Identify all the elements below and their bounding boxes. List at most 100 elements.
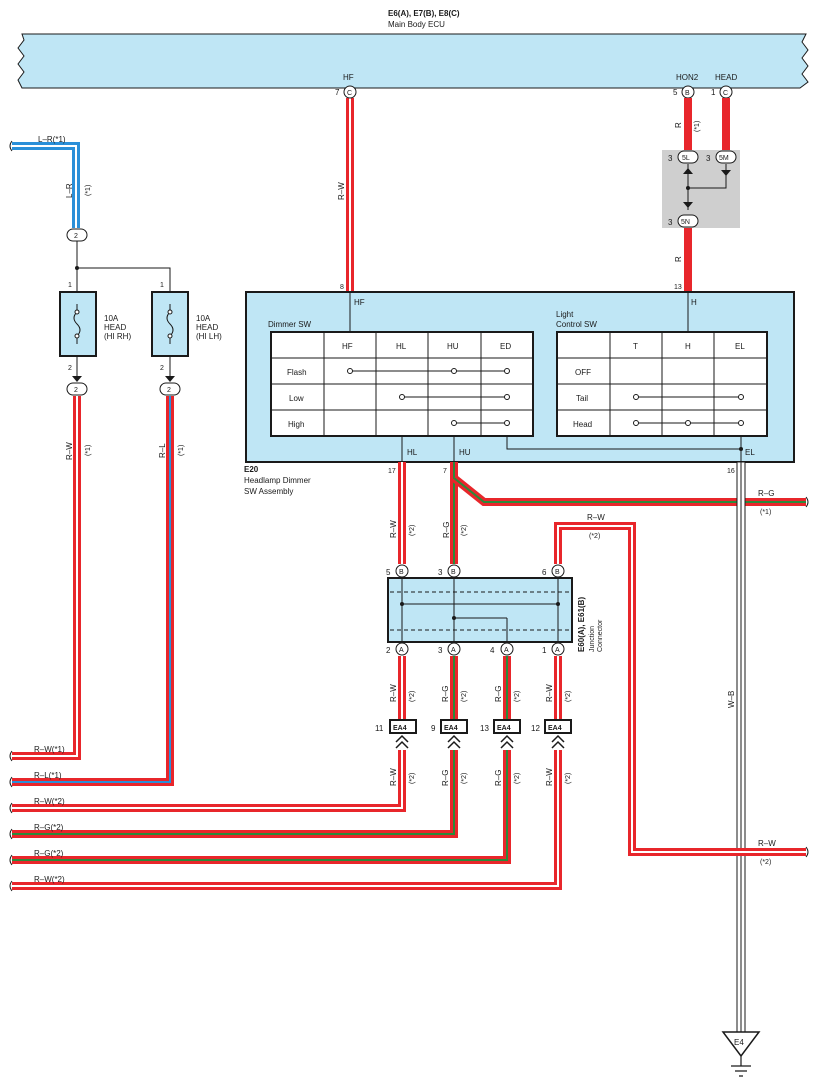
wire-jc2-label: R–G xyxy=(441,686,450,702)
pin-8: 8 xyxy=(340,284,344,291)
ecu-pin-hf-connector: 7 C xyxy=(335,85,357,99)
ecu-title: E6(A), E7(B), E8(C) xyxy=(388,9,460,18)
assy-name-1: Headlamp Dimmer xyxy=(244,476,311,485)
svg-text:T: T xyxy=(633,342,638,351)
svg-text:B: B xyxy=(399,569,404,576)
assy-name-2: SW Assembly xyxy=(244,487,293,496)
wire-ea4-13-label: R–G xyxy=(494,770,503,786)
svg-text:13: 13 xyxy=(480,724,489,733)
wire-hon2-label: R xyxy=(674,122,683,128)
svg-text:Flash: Flash xyxy=(287,368,307,377)
wire-fuse-rh-label: R–W xyxy=(65,442,74,460)
assy-el-label: EL xyxy=(745,448,755,457)
junction-terminal-5l: 3 5L xyxy=(668,150,699,164)
svg-text:5M: 5M xyxy=(719,155,729,162)
ea4-connector-11: 11 EA4 xyxy=(375,719,417,749)
light-control-table: T H EL OFF Tail Head xyxy=(556,331,768,437)
svg-text:EL: EL xyxy=(735,342,745,351)
main-body-ecu xyxy=(17,33,809,89)
svg-text:11: 11 xyxy=(375,724,384,733)
left-output-2: R–L(*1) xyxy=(34,771,62,780)
svg-text:2: 2 xyxy=(74,387,78,394)
wire-hl xyxy=(398,462,406,564)
wire-ea4-11-label: R–W xyxy=(389,768,398,786)
ecu-pin-hon2-connector: 5 B xyxy=(673,85,695,99)
wire-ea4-13-out xyxy=(12,750,511,864)
wire-jc-ea4-2 xyxy=(450,656,458,720)
svg-text:(HI LH): (HI LH) xyxy=(196,332,222,341)
wire-ea4-9-label: R–G xyxy=(441,770,450,786)
left-feed-label: L–R(*1) xyxy=(38,135,66,144)
wire-hu-label: R–G xyxy=(442,522,451,538)
svg-text:EA4: EA4 xyxy=(497,725,511,732)
jc-id: E60(A), E61(B) xyxy=(577,597,586,652)
svg-text:OFF: OFF xyxy=(575,368,591,377)
svg-text:HEAD: HEAD xyxy=(104,323,126,332)
wire-junction-out-label: R xyxy=(674,256,683,262)
svg-text:4: 4 xyxy=(490,646,495,655)
ea4-connector-13: 13 EA4 xyxy=(480,719,521,749)
wire-hon2-note: (*1) xyxy=(694,121,701,132)
wire-rw-right-loop xyxy=(554,522,806,856)
svg-text:ED: ED xyxy=(500,342,511,351)
svg-text:3: 3 xyxy=(438,646,443,655)
wire-jc-ea4-1 xyxy=(398,656,406,720)
assy-id: E20 xyxy=(244,465,259,474)
svg-text:1: 1 xyxy=(542,646,547,655)
jc-bottom-pin-2: 2 A xyxy=(386,642,409,656)
wire-fuse-rh-note: (*1) xyxy=(85,445,92,456)
svg-text:High: High xyxy=(288,420,304,429)
svg-text:2: 2 xyxy=(74,233,78,240)
wire-rw-top-note: (*2) xyxy=(589,533,600,540)
svg-text:3: 3 xyxy=(438,568,443,577)
svg-text:3: 3 xyxy=(668,154,673,163)
svg-text:Low: Low xyxy=(289,394,304,403)
wire-fuse-lh-note: (*1) xyxy=(178,445,185,456)
svg-text:HL: HL xyxy=(396,342,407,351)
left-feed-wire: L–R xyxy=(65,183,74,198)
left-output-4: R–G(*2) xyxy=(34,823,64,832)
ecu-pin-hf-label: HF xyxy=(343,73,354,82)
wire-hon2 xyxy=(684,98,692,150)
ecu-pin-head-connector: 1 C xyxy=(711,85,733,99)
svg-text:3: 3 xyxy=(668,218,673,227)
svg-text:C: C xyxy=(347,90,352,97)
svg-text:C: C xyxy=(723,90,728,97)
pin-7: 7 xyxy=(443,468,447,475)
svg-text:10A: 10A xyxy=(104,314,119,323)
svg-text:H: H xyxy=(685,342,691,351)
wire-ea4-13-note: (*2) xyxy=(514,773,521,784)
svg-text:2: 2 xyxy=(68,365,72,372)
svg-text:(HI RH): (HI RH) xyxy=(104,332,131,341)
right-break-marks xyxy=(805,496,809,858)
jc-top-pin-6: 6 B xyxy=(542,564,565,578)
wire-jc-ea4-3 xyxy=(503,656,511,720)
wire-left-feed xyxy=(12,142,80,228)
jc-name-1: Junction xyxy=(589,626,596,652)
dimmer-sw-title: Dimmer SW xyxy=(268,320,312,329)
svg-text:Head: Head xyxy=(573,420,592,429)
left-output-1: R–W(*1) xyxy=(34,745,65,754)
wire-ea4-12-out xyxy=(12,750,562,890)
svg-text:A: A xyxy=(451,647,456,654)
assy-hf-label: HF xyxy=(354,298,365,307)
wire-ea4-11-out xyxy=(12,750,406,812)
wire-hf-label: R–W xyxy=(337,182,346,200)
ecu-pin-hon2-label: HON2 xyxy=(676,73,699,82)
wire-rw-top-label: R–W xyxy=(587,513,605,522)
assy-hu-label: HU xyxy=(459,448,471,457)
right-output-label: R–W xyxy=(758,839,776,848)
svg-text:A: A xyxy=(504,647,509,654)
jc-bottom-pin-3: 3 A xyxy=(438,642,461,656)
svg-text:HU: HU xyxy=(447,342,459,351)
svg-text:1: 1 xyxy=(711,88,716,97)
jc-bottom-pin-1: 1 A xyxy=(542,642,565,656)
jc-top-pin-5: 5 B xyxy=(386,564,409,578)
wire-jc-ea4-4 xyxy=(554,656,562,720)
svg-text:10A: 10A xyxy=(196,314,211,323)
fuse-hi-rh: 1 10A HEAD (HI RH) 2 2 xyxy=(59,282,131,396)
junction-connector xyxy=(387,577,573,643)
svg-text:2: 2 xyxy=(167,387,171,394)
wire-ea4-11-note: (*2) xyxy=(409,773,416,784)
svg-text:5N: 5N xyxy=(681,219,690,226)
